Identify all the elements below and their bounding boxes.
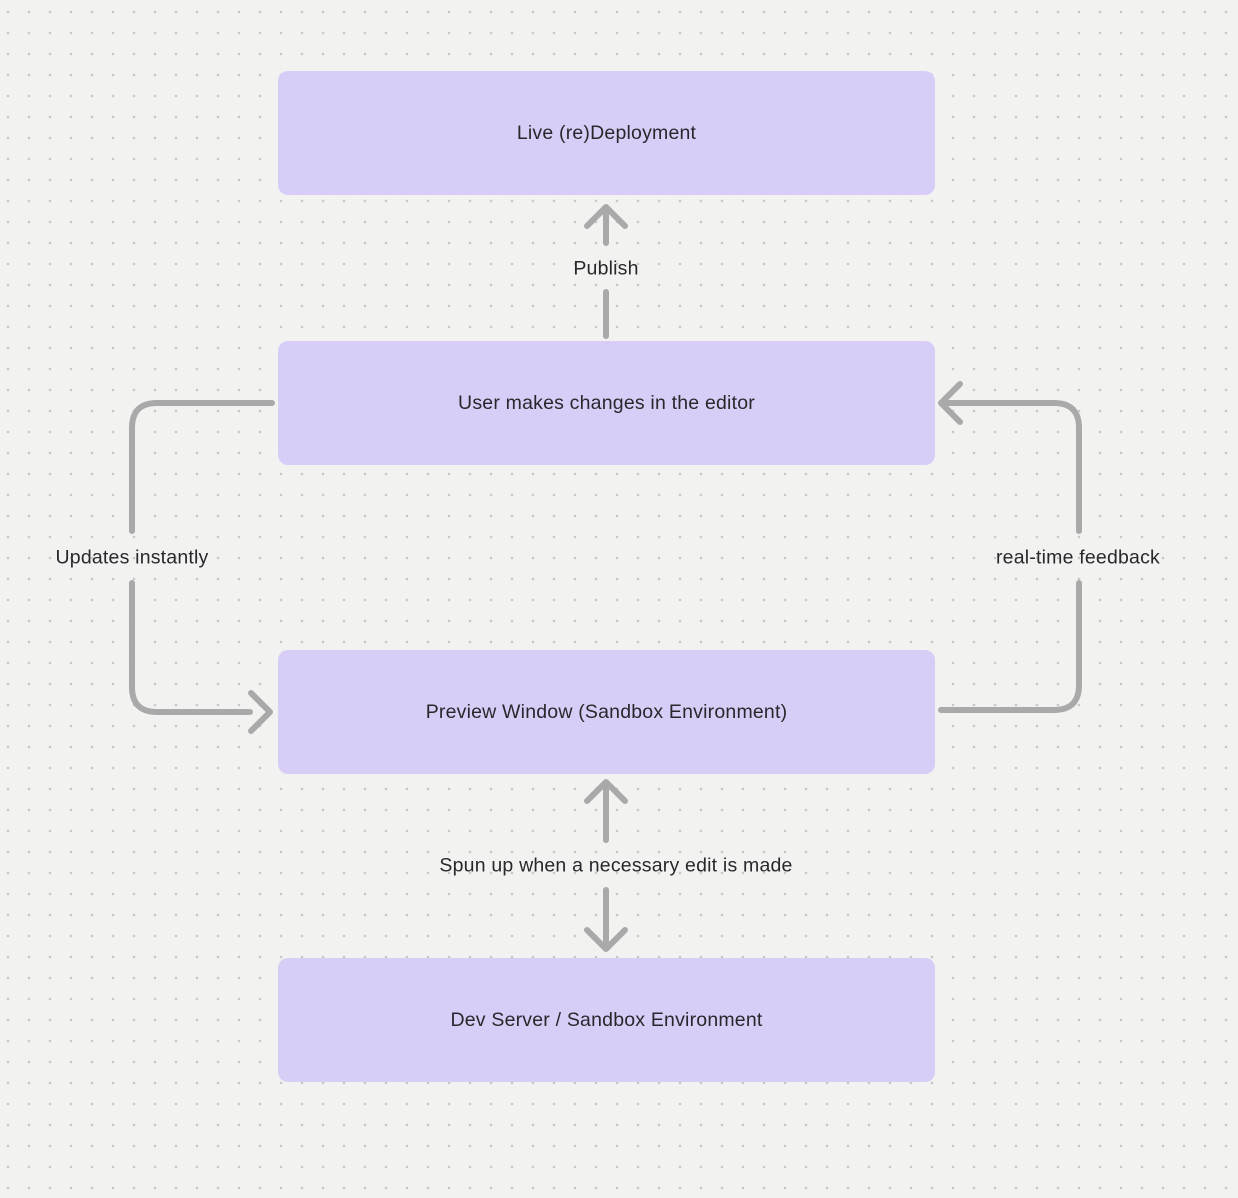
- edge-label-publish: Publish: [573, 257, 639, 280]
- arrow-up-icon: [584, 204, 628, 229]
- node-label: Dev Server / Sandbox Environment: [450, 1008, 763, 1031]
- arrow-left-icon: [938, 381, 963, 425]
- arrow-down-icon: [584, 927, 628, 952]
- edge-spun-up[interactable]: [584, 779, 628, 952]
- node-dev-server[interactable]: Dev Server / Sandbox Environment: [278, 958, 935, 1082]
- edge-label-spun-up: Spun up when a necessary edit is made: [439, 854, 793, 877]
- edge-label-updates-instantly: Updates instantly: [55, 546, 209, 569]
- node-preview-window[interactable]: Preview Window (Sandbox Environment): [278, 650, 935, 774]
- node-label: Live (re)Deployment: [516, 121, 697, 144]
- edge-line: [938, 580, 1082, 713]
- arrow-right-icon: [248, 690, 273, 734]
- node-user-editor[interactable]: User makes changes in the editor: [278, 341, 935, 465]
- edge-line: [129, 400, 275, 534]
- node-live-redeployment[interactable]: Live (re)Deployment: [278, 71, 935, 195]
- edge-line: [129, 580, 253, 715]
- edge-publish[interactable]: [584, 204, 628, 339]
- edge-realtime-feedback[interactable]: [938, 381, 1082, 713]
- node-label: Preview Window (Sandbox Environment): [425, 700, 788, 723]
- node-label: User makes changes in the editor: [458, 391, 755, 414]
- edge-line: [939, 400, 1082, 534]
- edge-label-realtime-feedback: real-time feedback: [995, 546, 1161, 569]
- edge-updates-instantly[interactable]: [129, 400, 275, 734]
